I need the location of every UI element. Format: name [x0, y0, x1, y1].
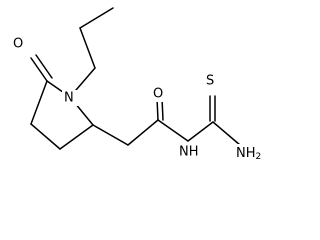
ring-carbonyl-bond-a: [30, 57, 48, 82]
acetamide-linker: [92, 119, 159, 146]
chemical-structure-diagram: O N O NH S NH2: [12, 7, 262, 162]
pyrrolidinone-ring: [30, 80, 94, 150]
atom-labels: O N O NH S NH2: [12, 34, 262, 162]
ring-bond-c4-c5: [59, 124, 94, 150]
amine-nh-text: NH: [236, 146, 256, 161]
ring-bond-c3-c4: [30, 123, 61, 150]
linker-bond-2: [127, 119, 159, 146]
amine-bg: [234, 144, 262, 160]
ring-oxygen-bg: [12, 34, 28, 50]
ring-nitrogen-bg: [62, 90, 78, 106]
amide-c-n-bond: [157, 119, 189, 142]
amide-oxygen-label: O: [153, 87, 163, 102]
ring-oxygen-label: O: [13, 37, 23, 52]
sulfur-bg: [204, 72, 220, 88]
amide-nh-bg: [176, 143, 202, 159]
propyl-bond-2: [79, 27, 96, 69]
ring-nitrogen-label: N: [64, 91, 74, 106]
amide-oxygen-bg: [152, 86, 170, 102]
thiocarbonyl-double-bond: [209, 95, 216, 122]
amine-label: NH2: [236, 146, 261, 162]
nh-thiocarbonyl-bond: [187, 121, 214, 142]
ring-bond-c2-c3: [30, 80, 48, 125]
linker-bond-1: [92, 124, 129, 146]
amine-subscript: 2: [256, 152, 262, 162]
thiocarbonyl-amine-bond: [212, 121, 241, 146]
propyl-chain: [69, 7, 114, 98]
amide-nh-label: NH: [179, 145, 199, 160]
propyl-bond-3: [79, 7, 114, 29]
sulfur-label: S: [206, 74, 214, 89]
ring-carbonyl-bond-b: [35, 54, 53, 79]
ring-carbonyl-double-bond: [30, 54, 53, 82]
